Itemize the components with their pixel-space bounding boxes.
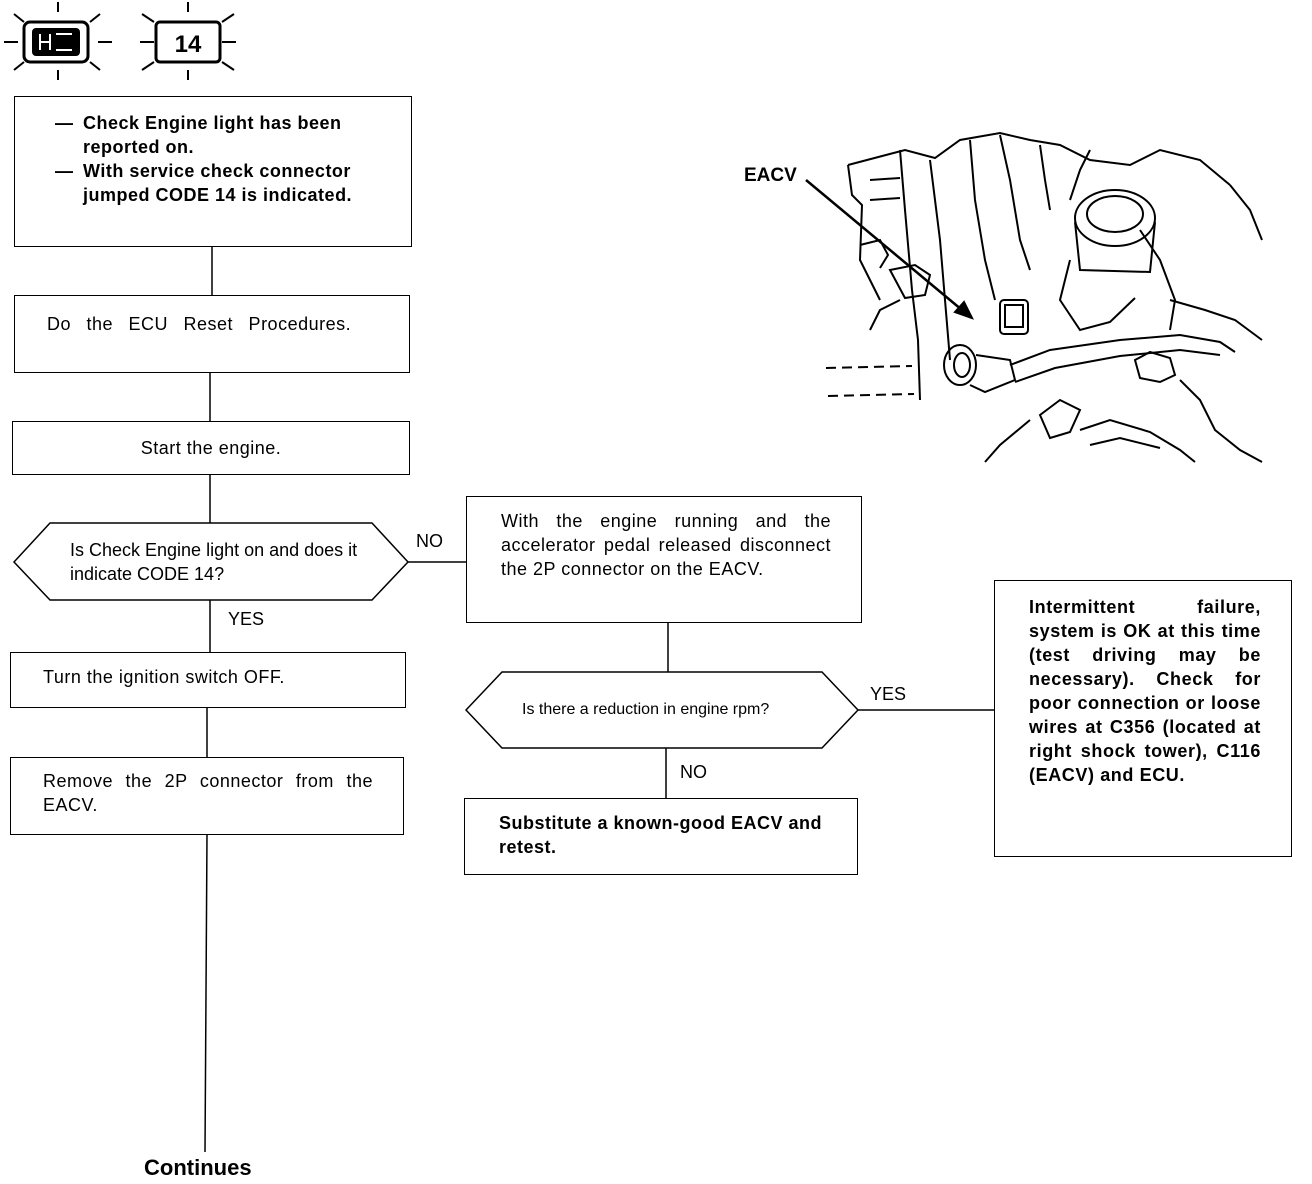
- decision-2-shape: [464, 671, 860, 749]
- condition-line: With service check connector jumped CODE…: [55, 159, 391, 207]
- remove-connector-text: Remove the 2P connector from the EACV.: [43, 771, 373, 815]
- condition-list: Check Engine light has been reported on.…: [55, 111, 391, 207]
- decision-2-no-label: NO: [680, 762, 707, 782]
- intermittent-failure-box: Intermittent failure, system is OK at th…: [994, 580, 1292, 857]
- continues-label: Continues: [144, 1155, 252, 1180]
- remove-connector-box: Remove the 2P connector from the EACV.: [10, 757, 404, 835]
- reset-procedure-text: Do the ECU Reset Procedures.: [47, 314, 352, 334]
- decision-1-no-label: NO: [416, 531, 443, 551]
- start-engine-box: Start the engine.: [12, 421, 410, 475]
- start-engine-text: Start the engine.: [140, 438, 282, 458]
- intermittent-failure-text: Intermittent failure, system is OK at th…: [1029, 597, 1261, 785]
- reset-procedure-box: Do the ECU Reset Procedures.: [14, 295, 410, 373]
- code-badge-number: 14: [175, 31, 202, 58]
- disconnect-connector-text: With the engine running and the accelera…: [501, 511, 831, 579]
- decision-2-yes-label: YES: [870, 684, 907, 704]
- decision-1-shape: [12, 522, 410, 601]
- decision-1-text: Is Check Engine light on and does it ind…: [70, 540, 358, 584]
- engine-illustration: [805, 131, 1263, 463]
- flow-connectors: [204, 246, 996, 1153]
- condition-line: Check Engine light has been reported on.: [55, 111, 391, 159]
- decision-1-yes-label: YES: [228, 609, 265, 629]
- decision-2-text: Is there a reduction in engine rpm?: [522, 701, 770, 718]
- ignition-off-box: Turn the ignition switch OFF.: [10, 652, 406, 708]
- condition-box: Check Engine light has been reported on.…: [14, 96, 412, 247]
- disconnect-connector-box: With the engine running and the accelera…: [466, 496, 862, 623]
- substitute-eacv-box: Substitute a known-good EACV and retest.: [464, 798, 858, 875]
- eacv-label: EACV: [744, 165, 797, 186]
- code-badge-icon: [140, 2, 236, 80]
- substitute-eacv-text: Substitute a known-good EACV and retest.: [499, 813, 822, 857]
- honda-logo-icon: [4, 2, 112, 80]
- ignition-off-text: Turn the ignition switch OFF.: [43, 667, 285, 687]
